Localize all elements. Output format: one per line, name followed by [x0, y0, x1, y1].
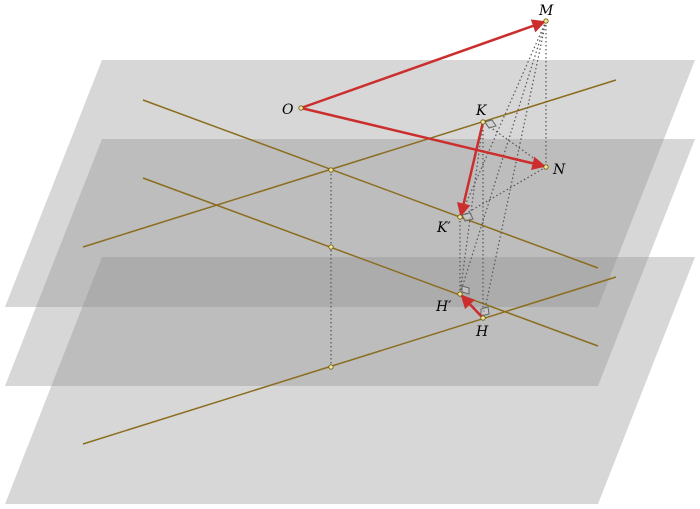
point-intersection-middle — [328, 244, 334, 250]
vector-K-K-prime — [457, 120, 485, 218]
vector-O-M — [299, 19, 546, 110]
vector-O-N — [299, 106, 547, 170]
label-N: N — [552, 162, 566, 178]
point-K — [480, 119, 486, 125]
point-N — [543, 164, 549, 170]
label-K: K — [475, 103, 488, 119]
right-angle-K — [484, 119, 497, 129]
point-H-prime — [457, 291, 463, 297]
point-M — [543, 18, 549, 24]
label-M: M — [538, 3, 554, 19]
point-intersection-bottom — [328, 364, 334, 370]
line-bottom-rising — [82, 276, 617, 445]
point-K-prime — [457, 214, 463, 220]
label-O: O — [282, 102, 294, 118]
plane-middle — [5, 139, 695, 386]
right-angle-H-prime — [461, 285, 470, 295]
dotted-M-H — [482, 20, 547, 319]
line-middle-falling — [142, 177, 599, 347]
right-angle-H — [480, 306, 490, 317]
plane-bottom — [5, 257, 695, 504]
label-H-prime: H′ — [435, 299, 452, 315]
dotted-N-K-prime — [459, 166, 547, 218]
line-top-falling — [142, 99, 599, 269]
vector-H-H-prime — [460, 294, 485, 320]
point-H — [480, 315, 486, 321]
label-H: H — [475, 324, 489, 340]
plane-top — [5, 60, 695, 307]
point-intersection-top — [328, 167, 334, 173]
point-O — [298, 105, 304, 111]
label-K-prime: K′ — [436, 220, 451, 236]
